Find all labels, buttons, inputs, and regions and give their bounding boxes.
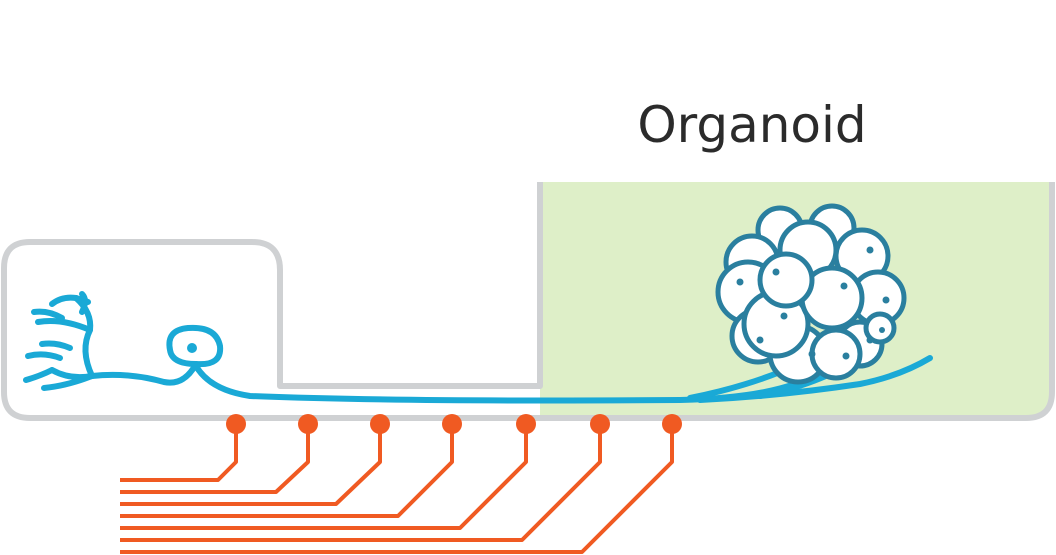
organoid-label: Organoid	[637, 96, 866, 154]
electrode-trace-3	[120, 424, 382, 506]
electrode-trace-1	[120, 424, 238, 482]
electrode-array	[120, 424, 674, 554]
neuron-nucleus	[187, 343, 197, 353]
electrode-pad-4	[442, 414, 462, 434]
electrode-pad-2	[298, 414, 318, 434]
electrode-pad-1	[226, 414, 246, 434]
organoid-cell-nuclei	[736, 246, 890, 360]
electrode-trace-7	[120, 424, 674, 554]
electrode-trace-6	[120, 424, 602, 542]
electrode-pads	[226, 414, 682, 434]
electrode-trace-4	[120, 424, 454, 518]
chamber-outline	[1, 182, 1055, 421]
electrode-trace-2	[120, 424, 310, 494]
electrode-pad-3	[370, 414, 390, 434]
electrode-pad-7	[662, 414, 682, 434]
electrode-trace-5	[120, 424, 528, 530]
electrode-pad-5	[516, 414, 536, 434]
electrode-pad-6	[590, 414, 610, 434]
